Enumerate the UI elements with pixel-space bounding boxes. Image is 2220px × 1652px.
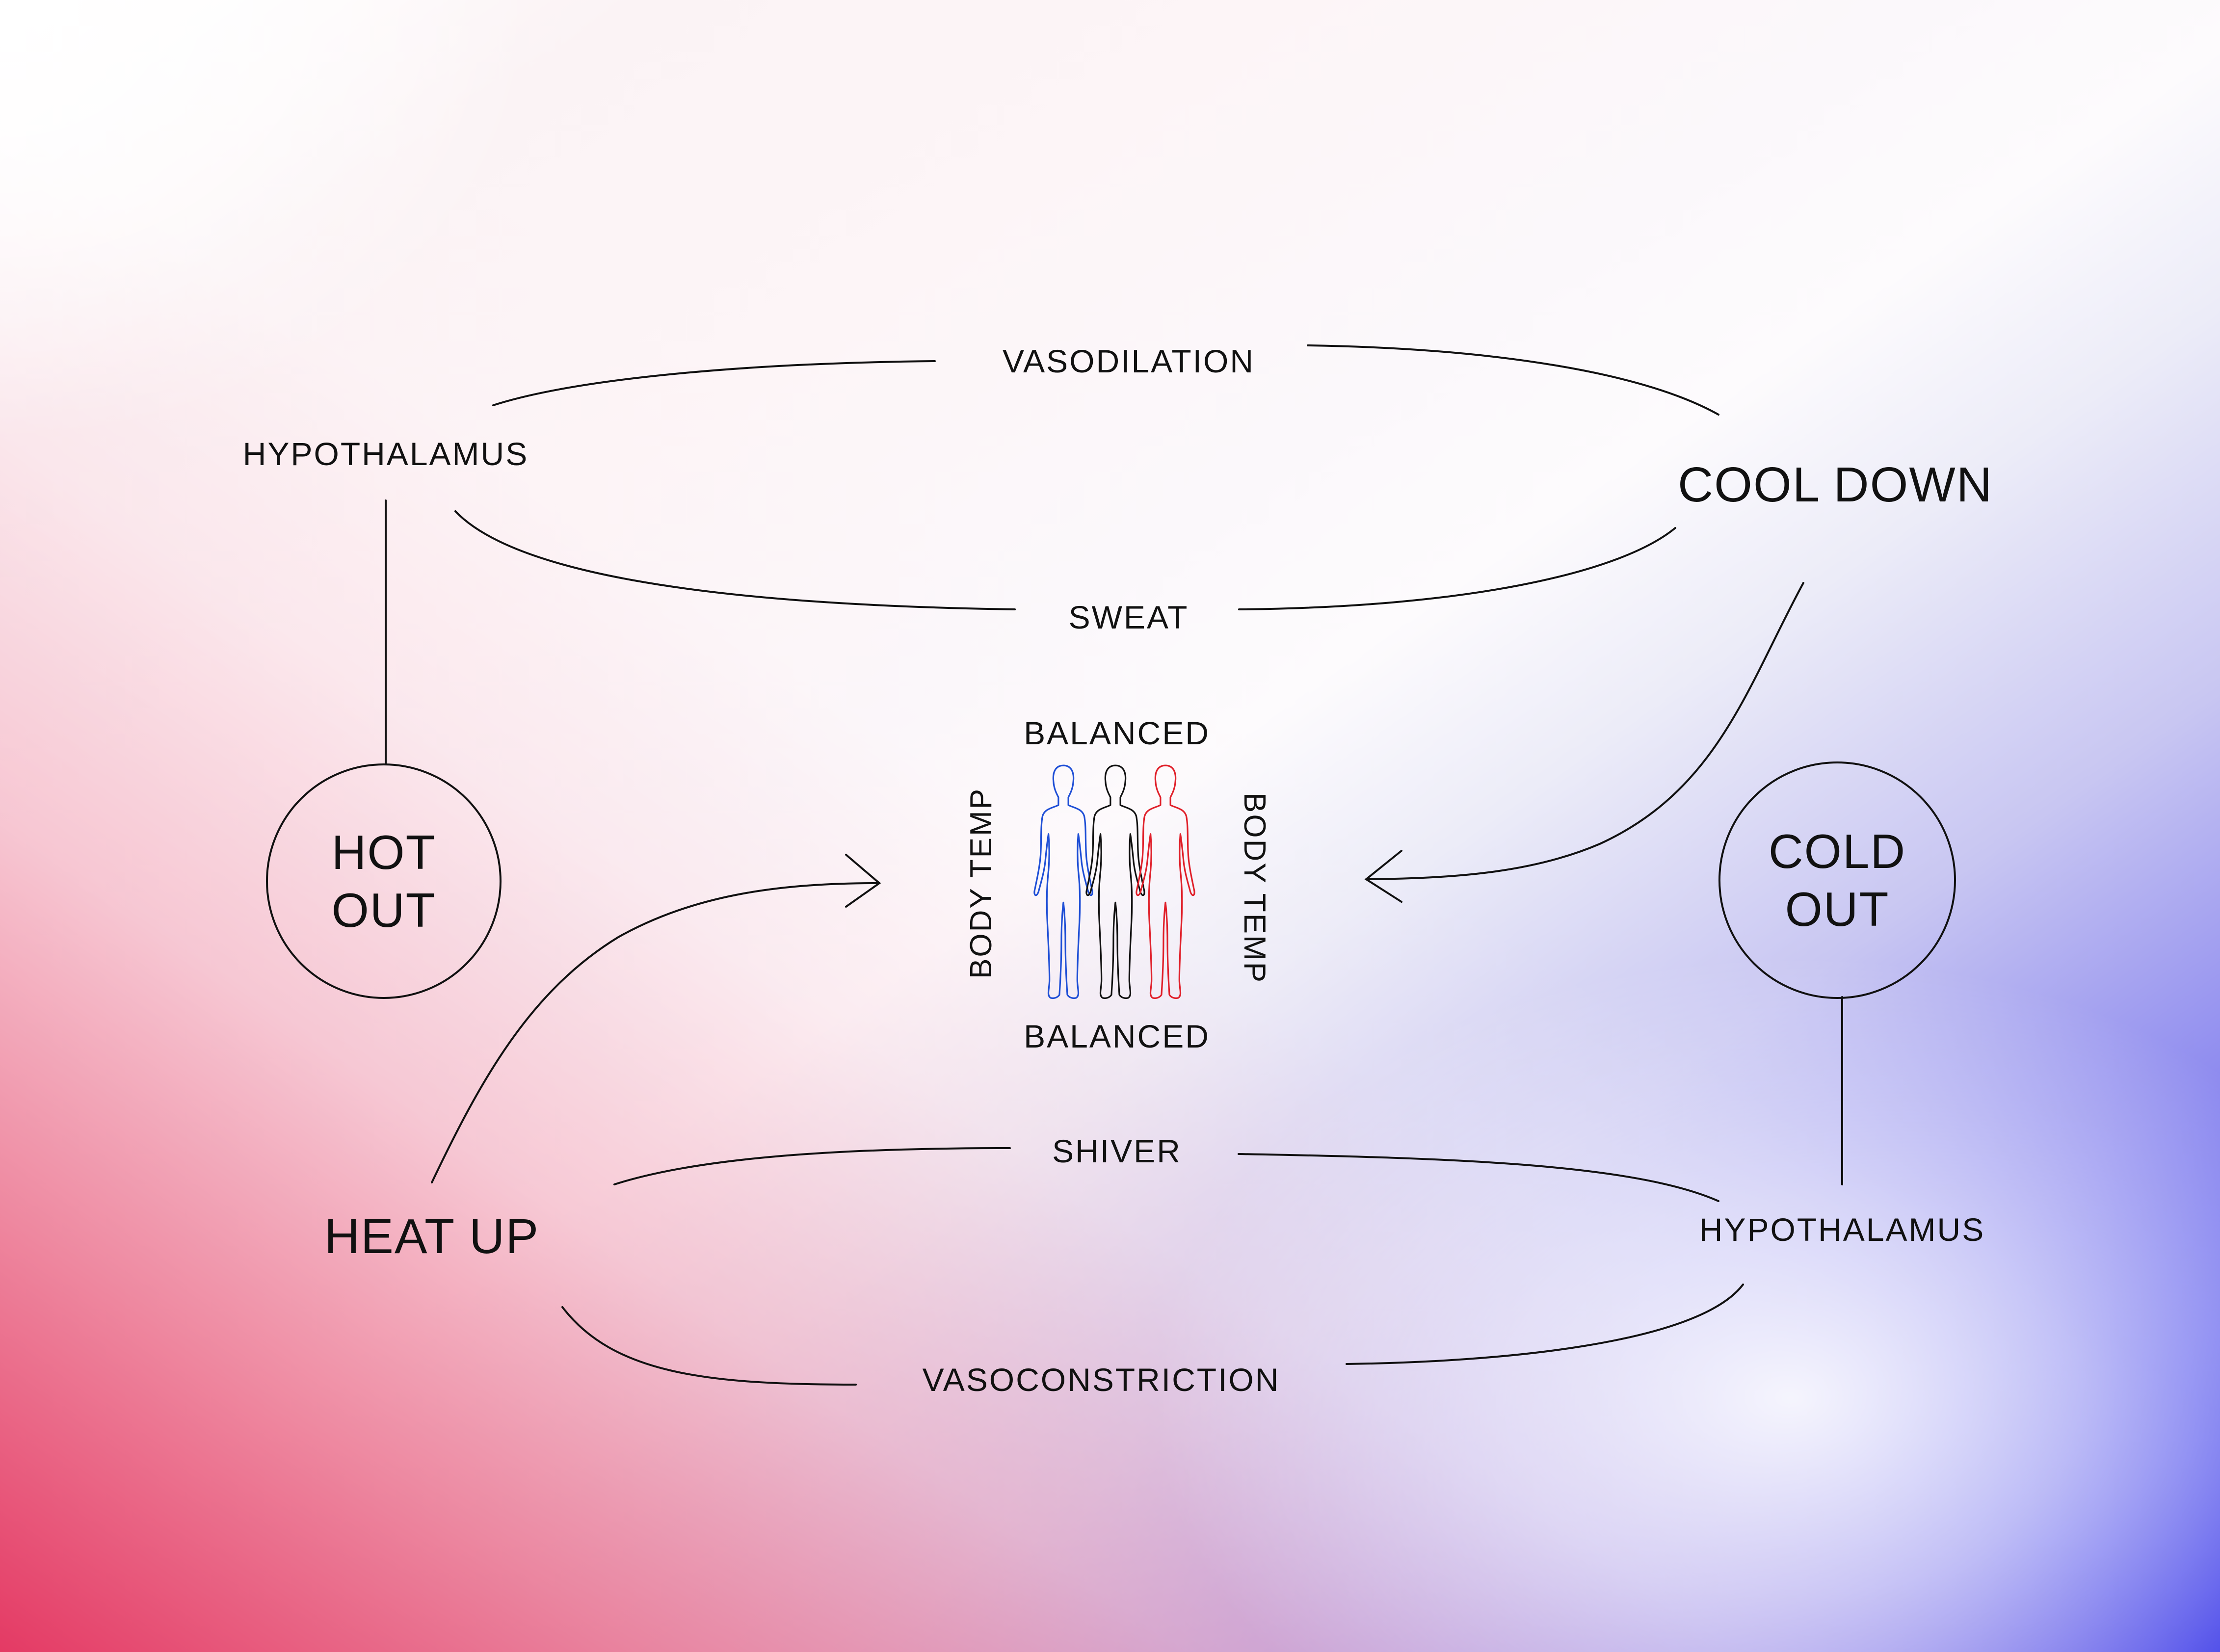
cold-out-line-1: COLD [1768,824,1906,878]
vasoconstriction-label: VASOCONSTRICTION [922,1362,1280,1398]
hot-out-line-2: OUT [331,883,436,937]
figure-hot [1136,765,1194,998]
vasodilation-label: VASODILATION [1003,343,1255,379]
figure-cold [1034,765,1092,998]
hot-out-line-1: HOT [331,825,436,879]
sweat-arc-right [1238,527,1676,610]
heat-up-label: HEAT UP [324,1209,540,1264]
hypothalamus-bottom-label: HYPOTHALAMUS [1699,1211,1985,1248]
vasodilation-arc-right [1307,344,1719,416]
cool-down-label: COOL DOWN [1677,457,1993,512]
cool-down-arrowhead [1364,850,1402,903]
body-temp-left-label: BODY TEMP [964,787,998,979]
hot-out-node: HOT OUT [266,763,502,999]
sweat-arc-left [454,510,1016,610]
shiver-arc-left [613,1147,1011,1185]
cold-out-node: COLD OUT [1718,761,1956,999]
body-temp-right-label: BODY TEMP [1238,792,1271,984]
cool-down-arrow [1365,582,1804,880]
shiver-arc-right [1238,1153,1719,1202]
hypothalamus-top-label: HYPOTHALAMUS [242,436,529,472]
cold-out-line-2: OUT [1785,882,1890,936]
heat-up-arrowhead [845,854,881,908]
heat-up-arrow [431,882,880,1183]
shiver-label: SHIVER [1052,1133,1182,1169]
body-figures [1034,765,1194,998]
balanced-top-label: BALANCED [1024,715,1210,751]
balanced-bottom-label: BALANCED [1024,1018,1210,1054]
figure-neutral [1086,765,1144,998]
vasoconstriction-arc-right [1346,1284,1744,1365]
vasoconstriction-arc-left [561,1306,857,1386]
vasodilation-arc-left [492,360,936,406]
sweat-label: SWEAT [1068,599,1189,635]
